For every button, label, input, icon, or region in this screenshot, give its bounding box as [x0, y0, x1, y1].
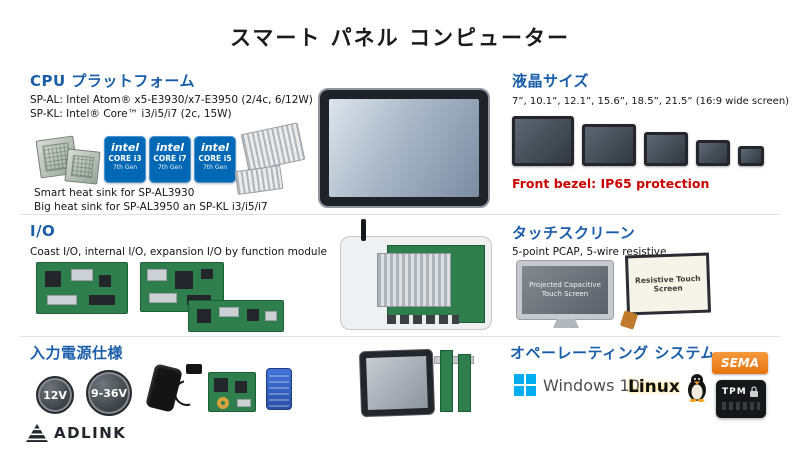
adlink-triangle-icon — [26, 424, 48, 442]
flex-cable-tail — [619, 310, 639, 330]
monitor-18in-image — [582, 124, 636, 166]
linux-label: Linux — [628, 377, 680, 397]
monitor-7in-image — [738, 146, 764, 166]
open-panel-screen — [366, 355, 428, 411]
resistive-touchscreen-image: Resistive Touch Screen — [624, 252, 712, 316]
row-divider — [20, 336, 780, 337]
cpu-spec-line2: SP-KL: Intel® Core™ i3/i5/i7 (2c, 15W) — [30, 108, 232, 120]
intel-logo: intel — [155, 141, 185, 154]
windows-label: Windows 10 — [543, 375, 640, 395]
lcd-sizes-text: 7”, 10.1”, 12.1”, 15.6”, 18.5”, 21.5” (1… — [512, 96, 790, 107]
ip65-protection-note: Front bezel: IP65 protection — [512, 176, 710, 191]
heatsink-image — [240, 122, 306, 172]
antenna-image — [361, 219, 366, 241]
pcap-stand — [553, 319, 579, 328]
cpu-note1: Smart heat sink for SP-AL3930 — [34, 187, 195, 199]
open-panel-image — [358, 348, 436, 418]
monitor-screen — [741, 149, 761, 163]
intel-core-i5-badge: intel CORE i5 7th Gen — [194, 136, 236, 183]
intel-core-i3-badge: intel CORE i3 7th Gen — [104, 136, 146, 183]
tpm-pins — [722, 402, 760, 410]
module-ports — [387, 315, 459, 324]
intel-logo: intel — [200, 141, 230, 154]
windows-logo-icon — [514, 374, 536, 396]
windows10-logo-group: Windows 10 — [514, 374, 640, 396]
row-divider — [20, 214, 780, 215]
sema-badge: SEMA — [712, 352, 768, 374]
io-board-image — [36, 262, 128, 314]
monitor-15in-image — [644, 132, 688, 166]
io-description: Coast I/O, internal I/O, expansion I/O b… — [30, 246, 327, 258]
psu-board-image — [208, 372, 256, 412]
lcd-size-heading: 液晶サイズ — [512, 72, 590, 90]
intel-core-i7-badge: intel CORE i7 7th Gen — [149, 136, 191, 183]
cpu-chip-image — [64, 148, 101, 185]
lock-icon — [750, 386, 758, 397]
stacked-board-image — [440, 350, 453, 412]
adlink-logo: ADLINK — [26, 424, 126, 442]
9-36v-badge: 9-36V — [86, 370, 132, 416]
monitor-screen — [515, 119, 571, 163]
cpu-platform-heading: CPU プラットフォーム — [30, 72, 195, 90]
monitor-screen — [699, 143, 727, 163]
tpm-label: TPM — [722, 386, 747, 397]
cpu-note2: Big heat sink for SP-AL3950 an SP-KL i3/… — [34, 201, 268, 213]
pcap-touchscreen-image: Projected Capacitive Touch Screen — [516, 260, 614, 328]
power-plug-image — [186, 364, 202, 374]
touchscreen-heading: タッチスクリーン — [512, 224, 636, 242]
panel-pc-image — [318, 88, 490, 208]
monitor-12in-image — [696, 140, 730, 166]
heatsink-image — [234, 164, 284, 196]
panel-pc-screen — [329, 99, 479, 197]
sbc-module-image — [340, 219, 492, 330]
io-heading: I/O — [30, 222, 56, 240]
page-title: スマート パネル コンピューター — [230, 26, 570, 50]
adlink-brand-text: ADLINK — [54, 424, 127, 442]
tux-penguin-icon — [687, 374, 706, 402]
monitor-screen — [585, 127, 633, 163]
io-board-image — [188, 300, 284, 332]
module-heatsink — [377, 253, 451, 307]
monitor-screen — [647, 135, 685, 163]
intel-logo: intel — [110, 141, 140, 154]
tpm-chip-image: TPM — [716, 380, 766, 418]
blue-capacitor-image — [266, 368, 292, 410]
os-heading: オペーレーティング システム — [510, 344, 716, 362]
linux-logo-group: Linux — [628, 372, 709, 402]
12v-badge: 12V — [36, 376, 74, 414]
mounting-bracket-image — [434, 356, 474, 364]
pcap-label: Projected Capacitive Touch Screen — [522, 266, 608, 314]
stacked-board-image — [458, 354, 471, 412]
cpu-spec-line1: SP-AL: Intel Atom® x5-E3930/x7-E3950 (2/… — [30, 94, 313, 106]
power-input-heading: 入力電源仕様 — [30, 344, 124, 362]
monitor-21in-image — [512, 116, 574, 166]
